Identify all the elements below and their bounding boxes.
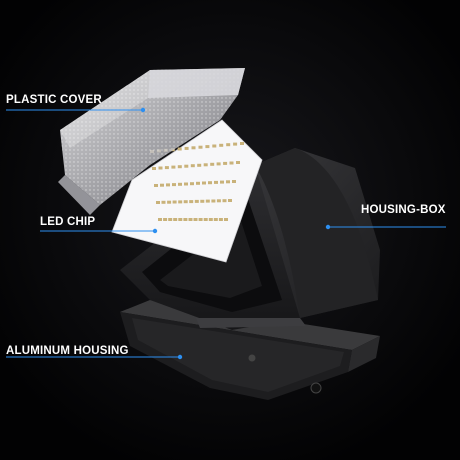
led-diode — [208, 181, 212, 185]
led-diode — [223, 161, 228, 165]
led-diode — [172, 183, 176, 187]
led-diode — [228, 199, 232, 202]
led-row — [154, 180, 236, 187]
led-diode — [183, 200, 188, 204]
led-diode — [158, 218, 162, 221]
led-diode — [167, 200, 172, 204]
led-diode — [229, 161, 234, 165]
led-diode — [219, 143, 224, 147]
led-diode — [198, 218, 203, 221]
led-diode — [216, 162, 221, 166]
led-diode — [178, 182, 182, 186]
led-diode — [208, 218, 213, 221]
led-diode — [177, 147, 182, 151]
plastic-cover-label: PLASTIC COVER — [6, 94, 102, 106]
led-diode — [196, 181, 200, 185]
led-diode — [160, 183, 164, 187]
housing-box — [120, 148, 380, 330]
led-diode — [198, 145, 203, 149]
led-diode — [200, 199, 205, 203]
led-diode — [171, 165, 176, 169]
led-diode — [189, 200, 194, 204]
led-row — [152, 161, 240, 170]
led-diode — [178, 200, 183, 204]
led-diode — [233, 142, 238, 146]
led-diode — [190, 164, 195, 168]
plastic-cover — [58, 68, 245, 215]
led-diode — [168, 218, 173, 221]
led-chip-label: LED CHIP — [40, 216, 96, 228]
led-diode — [213, 218, 218, 221]
led-diode — [194, 199, 199, 203]
led-diode — [205, 199, 210, 203]
led-diode — [222, 199, 227, 203]
led-diode — [191, 146, 196, 150]
led-diode — [236, 161, 240, 164]
led-diode — [190, 182, 194, 186]
led-diode — [184, 146, 189, 150]
leader-lines — [6, 107, 446, 360]
led-diode — [158, 166, 163, 170]
led-diode — [212, 144, 217, 148]
housing-box-label: HOUSING-BOX — [361, 204, 446, 216]
led-diode — [203, 218, 208, 221]
led-row — [158, 218, 228, 221]
led-diode — [224, 218, 228, 221]
led-diode — [193, 218, 198, 221]
led-diode — [152, 167, 156, 170]
led-diode — [220, 180, 224, 184]
led-diode — [205, 145, 210, 149]
led-diode — [166, 183, 170, 187]
led-diode — [214, 180, 218, 184]
led-diode — [232, 180, 236, 183]
led-diode — [240, 142, 244, 145]
led-diode — [197, 163, 202, 167]
led-diode — [178, 218, 183, 221]
led-diode — [183, 218, 188, 221]
led-diode — [216, 199, 221, 203]
led-diode — [218, 218, 223, 221]
led-diode — [188, 218, 193, 221]
led-diode — [226, 180, 230, 184]
led-diode — [184, 164, 189, 168]
led-diode — [163, 218, 168, 221]
led-diode — [210, 162, 215, 166]
led-diode — [177, 165, 182, 169]
led-diode — [154, 184, 158, 187]
led-diode — [226, 143, 231, 147]
led-diode — [161, 200, 166, 204]
led-diode — [184, 182, 188, 186]
led-diode — [172, 200, 177, 204]
led-row — [156, 199, 232, 204]
led-diode — [173, 218, 178, 221]
led-diode — [156, 201, 160, 204]
led-diode — [211, 199, 216, 203]
led-diode — [202, 181, 206, 185]
aluminum-housing-label: ALUMINUM HOUSING — [6, 345, 129, 357]
led-diode — [203, 163, 208, 167]
led-diode — [164, 166, 169, 170]
